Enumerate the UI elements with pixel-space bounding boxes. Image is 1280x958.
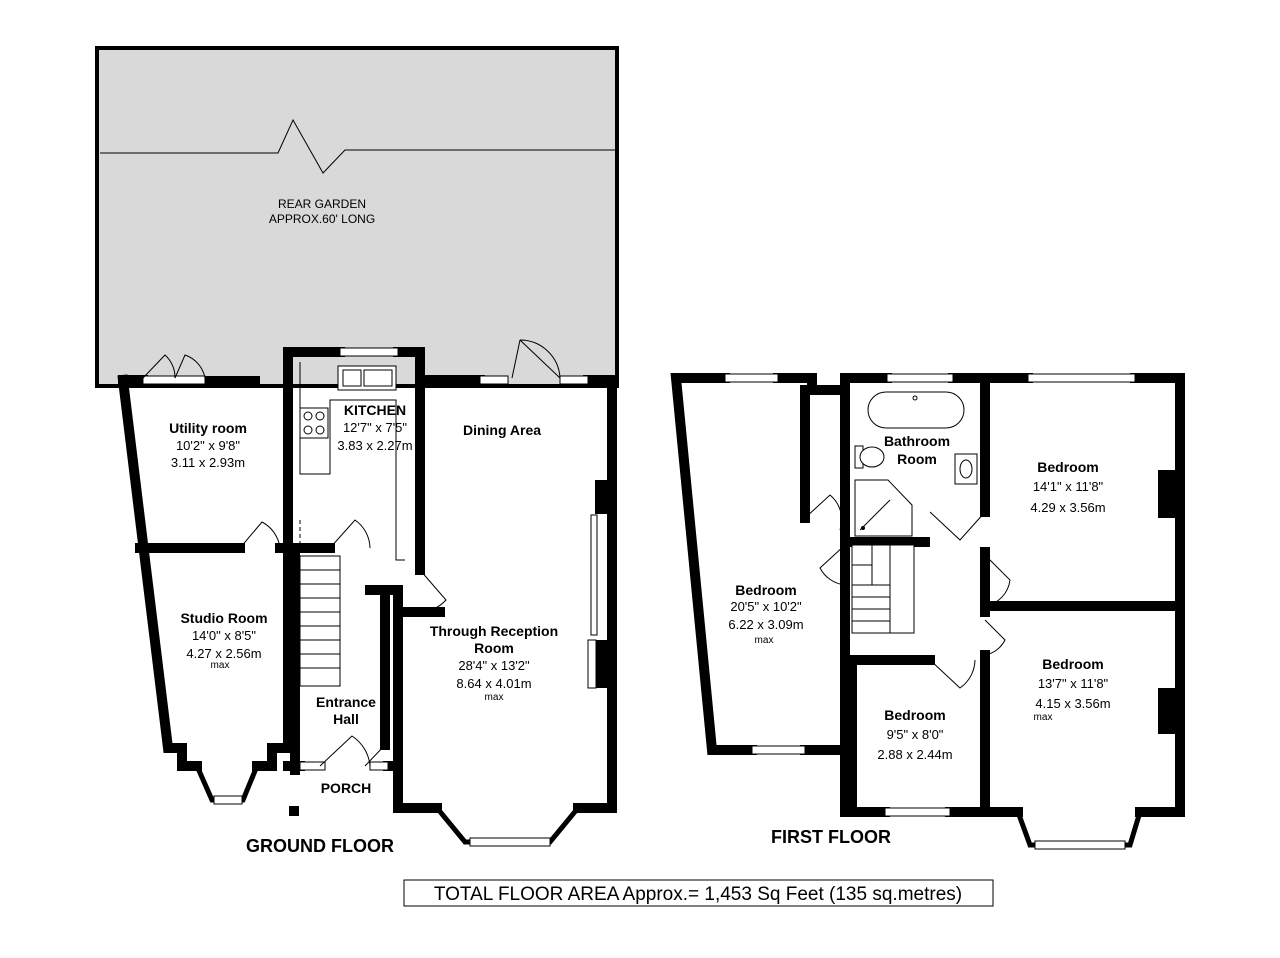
first-stair-treads: [852, 545, 891, 633]
first-floor-fixtures: [724, 373, 1136, 850]
bed-small-metric: 2.88 x 2.44m: [877, 747, 952, 762]
room-bedroom-bottom-right: Bedroom 13'7" x 11'8" 4.15 x 3.56m max: [1034, 656, 1111, 723]
first-floor-walls: [670, 373, 1185, 848]
rear-garden: [95, 46, 619, 388]
bed-small-name: Bedroom: [884, 707, 945, 723]
ground-floor-fixtures: [142, 339, 598, 847]
bed-tr-imperial: 14'1" x 11'8": [1033, 479, 1104, 494]
total-area-text: TOTAL FLOOR AREA Approx.= 1,453 Sq Feet …: [434, 884, 962, 905]
room-bedroom-left: Bedroom 20'5" x 10'2" 6.22 x 3.09m max: [728, 582, 803, 646]
kitchen-metric: 3.83 x 2.27m: [337, 438, 412, 453]
bed-tr-name: Bedroom: [1037, 459, 1098, 475]
bed-left-note: max: [755, 635, 774, 646]
studio-name: Studio Room: [180, 610, 267, 626]
room-bedroom-top-right: Bedroom 14'1" x 11'8" 4.29 x 3.56m: [1030, 459, 1105, 515]
bed-br-imperial: 13'7" x 11'8": [1038, 676, 1109, 691]
porch-name: PORCH: [321, 780, 372, 796]
bed-left-imperial: 20'5" x 10'2": [730, 599, 802, 614]
room-studio: Studio Room 14'0" x 8'5" 4.27 x 2.56m ma…: [180, 610, 267, 671]
room-utility: Utility room 10'2" x 9'8" 3.11 x 2.93m: [169, 420, 247, 470]
ground-floor-walls: [117, 347, 617, 845]
bed-left-name: Bedroom: [735, 582, 796, 598]
first-floor-title: FIRST FLOOR: [771, 827, 891, 847]
studio-metric: 4.27 x 2.56m: [186, 646, 261, 661]
ground-stair-treads: [300, 569, 340, 669]
reception-name-2: Room: [474, 640, 514, 656]
total-area-box: TOTAL FLOOR AREA Approx.= 1,453 Sq Feet …: [403, 879, 994, 907]
garden-label: REAR GARDEN APPROX.60' LONG: [269, 197, 375, 226]
room-bedroom-small: Bedroom 9'5" x 8'0" 2.88 x 2.44m: [877, 707, 952, 762]
utility-metric: 3.11 x 2.93m: [171, 455, 245, 470]
reception-name-1: Through Reception: [430, 623, 558, 639]
room-entrance: Entrance Hall: [316, 694, 376, 727]
studio-note: max: [211, 660, 230, 671]
garden-title: REAR GARDEN: [278, 197, 366, 211]
ground-floor-title: GROUND FLOOR: [246, 836, 394, 856]
utility-name: Utility room: [169, 420, 247, 436]
bathroom-name-2: Room: [897, 451, 937, 467]
entrance-name-2: Hall: [333, 711, 359, 727]
kitchen-imperial: 12'7" x 7'5": [343, 420, 407, 435]
dining-name: Dining Area: [463, 422, 541, 438]
room-reception: Through Reception Room 28'4" x 13'2" 8.6…: [430, 623, 558, 703]
studio-imperial: 14'0" x 8'5": [192, 628, 256, 643]
bed-br-metric: 4.15 x 3.56m: [1035, 696, 1110, 711]
room-kitchen: KITCHEN 12'7" x 7'5" 3.83 x 2.27m: [337, 402, 412, 453]
room-dining: Dining Area: [463, 422, 541, 438]
bed-br-name: Bedroom: [1042, 656, 1103, 672]
room-porch: PORCH: [321, 780, 372, 796]
bed-br-note: max: [1034, 712, 1053, 723]
bed-small-imperial: 9'5" x 8'0": [887, 727, 944, 742]
entrance-name-1: Entrance: [316, 694, 376, 710]
garden-length: APPROX.60' LONG: [269, 212, 375, 226]
reception-metric: 8.64 x 4.01m: [456, 676, 531, 691]
room-bathroom: Bathroom Room: [884, 433, 950, 467]
utility-imperial: 10'2" x 9'8": [176, 438, 240, 453]
reception-note: max: [485, 692, 504, 703]
reception-imperial: 28'4" x 13'2": [458, 658, 530, 673]
bed-left-metric: 6.22 x 3.09m: [728, 617, 803, 632]
bathroom-name-1: Bathroom: [884, 433, 950, 449]
kitchen-name: KITCHEN: [344, 402, 406, 418]
bed-tr-metric: 4.29 x 3.56m: [1030, 500, 1105, 515]
